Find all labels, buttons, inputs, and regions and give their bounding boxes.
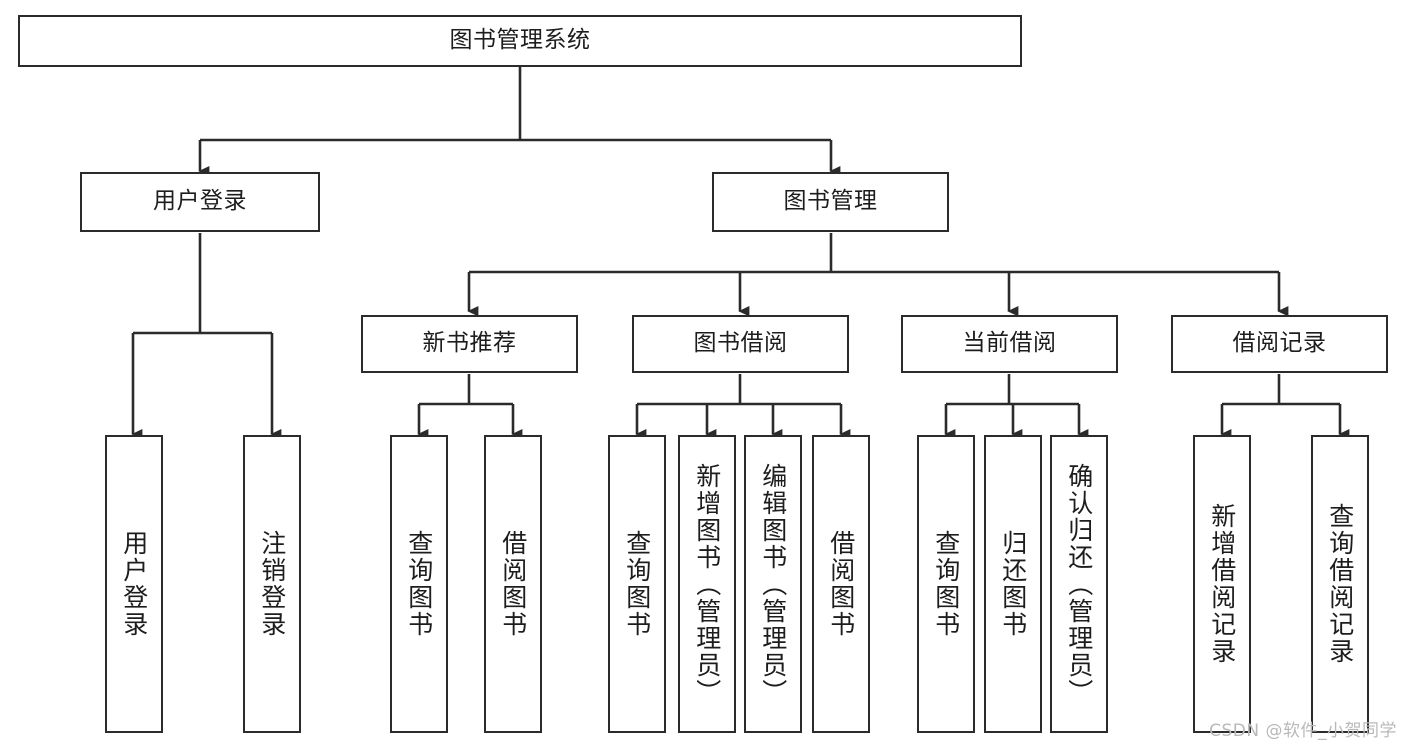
- leaf-query-books-2-label: 查询图书: [622, 530, 652, 638]
- leaf-user-login[interactable]: 用户登录: [105, 435, 163, 733]
- node-book-borrow[interactable]: 图书借阅: [632, 315, 849, 373]
- node-current-borrow[interactable]: 当前借阅: [901, 315, 1118, 373]
- node-current-borrow-label: 当前借阅: [962, 330, 1057, 357]
- leaf-logout-login[interactable]: 注销登录: [243, 435, 301, 733]
- node-root-system[interactable]: 图书管理系统: [18, 15, 1022, 67]
- node-borrow-record[interactable]: 借阅记录: [1171, 315, 1388, 373]
- leaf-return-books[interactable]: 归还图书: [984, 435, 1042, 733]
- leaf-edit-book-admin[interactable]: 编辑图书（管理员）: [744, 435, 802, 733]
- node-user-login-label: 用户登录: [153, 188, 247, 215]
- leaf-user-login-label: 用户登录: [119, 530, 149, 638]
- leaf-borrow-books-1[interactable]: 借阅图书: [484, 435, 542, 733]
- leaf-query-books-3-label: 查询图书: [931, 530, 961, 638]
- leaf-add-borrow-record[interactable]: 新增借阅记录: [1193, 435, 1251, 733]
- leaf-query-books-2[interactable]: 查询图书: [608, 435, 666, 733]
- leaf-add-book-admin-label: 新增图书（管理员）: [692, 462, 722, 706]
- leaf-logout-login-label: 注销登录: [257, 530, 287, 638]
- leaf-add-borrow-record-label: 新增借阅记录: [1207, 503, 1237, 665]
- node-book-borrow-label: 图书借阅: [693, 330, 788, 357]
- leaf-query-books-3[interactable]: 查询图书: [917, 435, 975, 733]
- node-book-management-label: 图书管理: [783, 188, 878, 215]
- leaf-confirm-return-admin[interactable]: 确认归还（管理员）: [1050, 435, 1108, 733]
- node-new-book-recommend[interactable]: 新书推荐: [361, 315, 578, 373]
- node-root-system-label: 图书管理系统: [449, 27, 591, 54]
- leaf-borrow-books-2-label: 借阅图书: [826, 530, 856, 638]
- node-borrow-record-label: 借阅记录: [1232, 330, 1327, 357]
- leaf-query-borrow-record-label: 查询借阅记录: [1325, 503, 1355, 665]
- leaf-query-books-1[interactable]: 查询图书: [390, 435, 448, 733]
- node-book-management[interactable]: 图书管理: [712, 172, 949, 232]
- leaf-query-borrow-record[interactable]: 查询借阅记录: [1311, 435, 1369, 733]
- csdn-watermark: CSDN @软件_小贺同学: [1209, 721, 1397, 741]
- leaf-borrow-books-1-label: 借阅图书: [498, 530, 528, 638]
- leaf-borrow-books-2[interactable]: 借阅图书: [812, 435, 870, 733]
- node-user-login[interactable]: 用户登录: [80, 172, 320, 232]
- leaf-edit-book-admin-label: 编辑图书（管理员）: [758, 462, 788, 706]
- leaf-query-books-1-label: 查询图书: [404, 530, 434, 638]
- node-new-book-recommend-label: 新书推荐: [422, 330, 517, 357]
- leaf-add-book-admin[interactable]: 新增图书（管理员）: [678, 435, 736, 733]
- leaf-return-books-label: 归还图书: [998, 530, 1028, 638]
- leaf-confirm-return-admin-label: 确认归还（管理员）: [1064, 462, 1094, 706]
